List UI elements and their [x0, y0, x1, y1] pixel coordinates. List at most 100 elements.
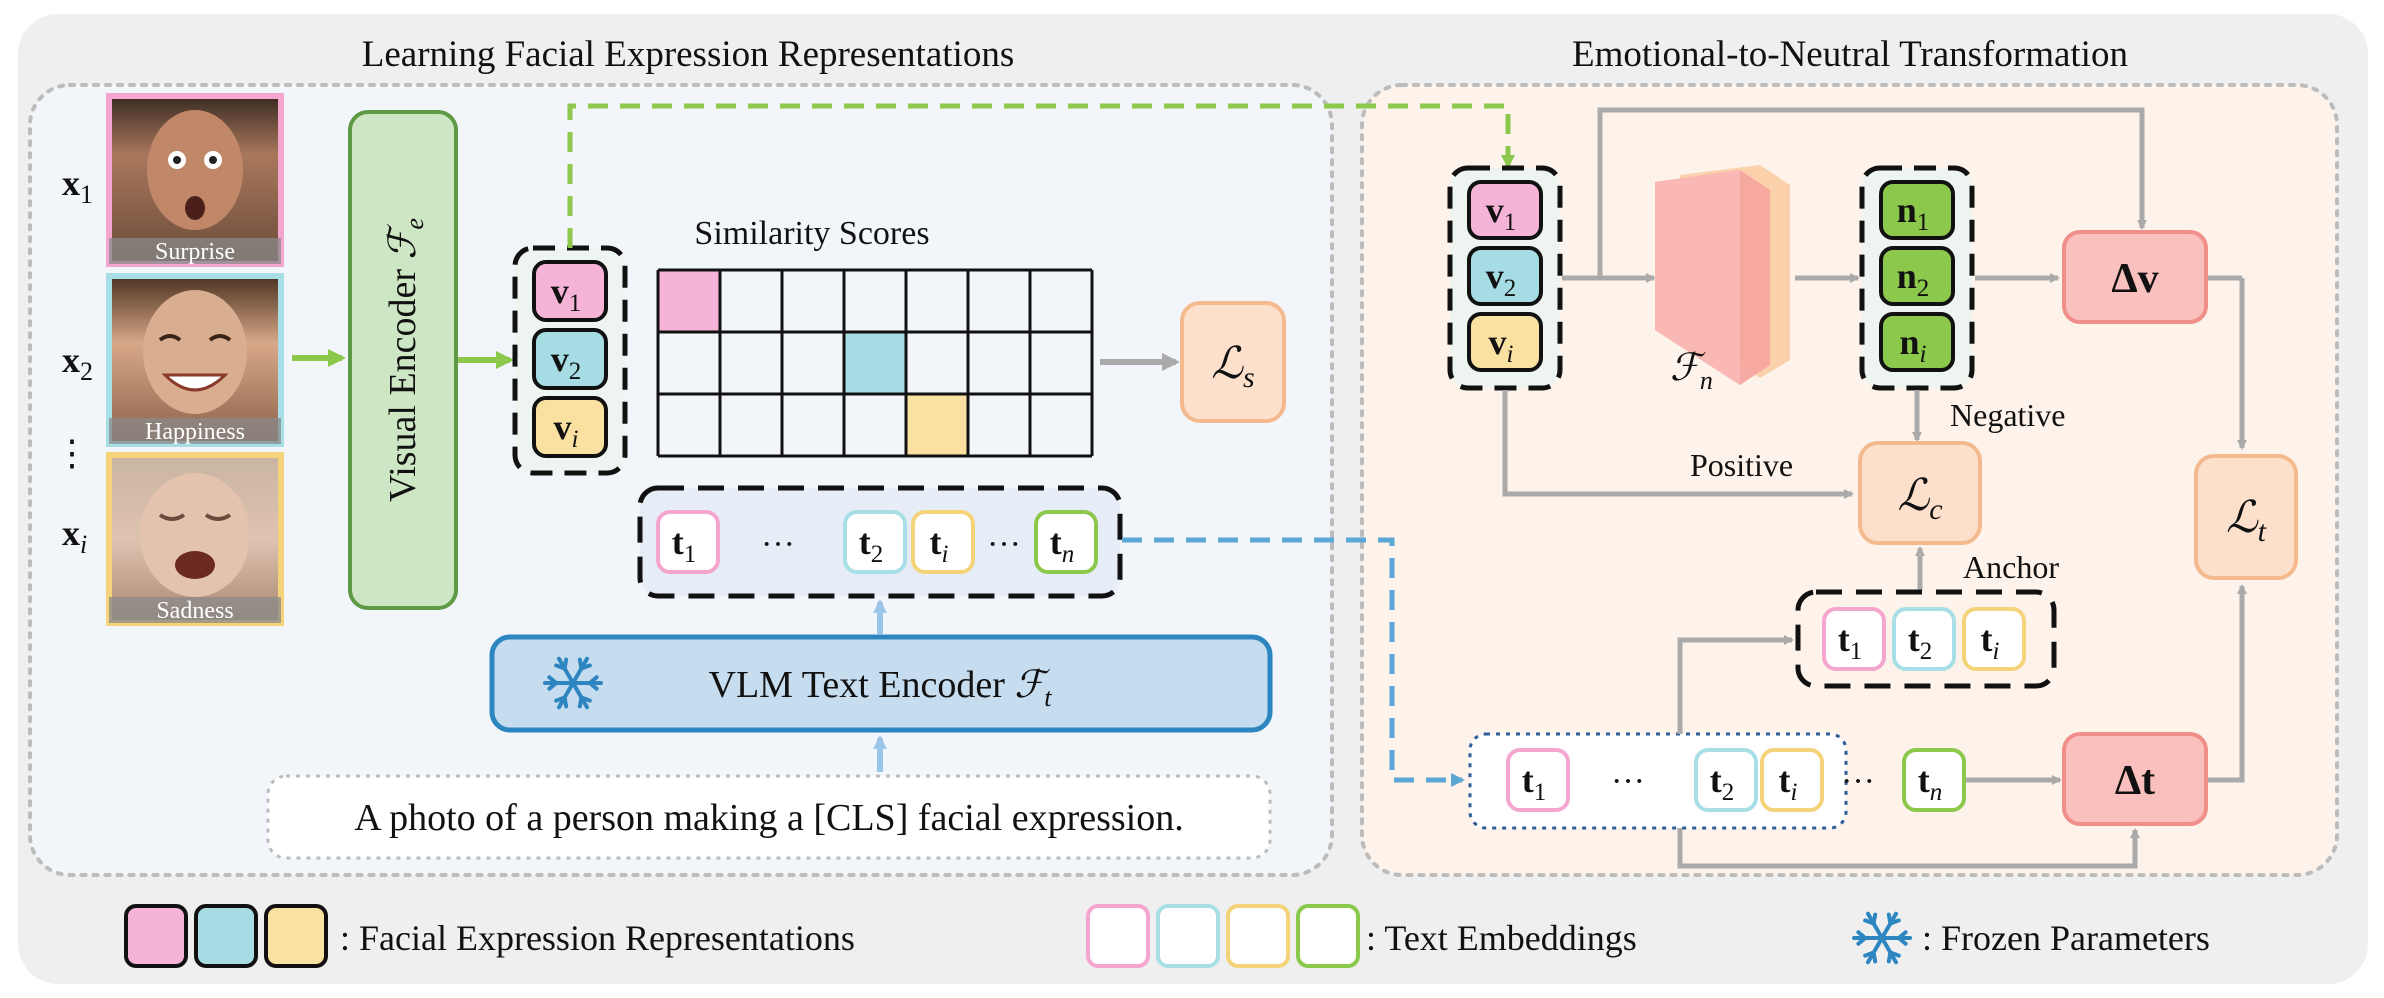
svg-text:v2: v2	[551, 339, 582, 385]
loss-s-box	[1180, 301, 1286, 423]
dashed-arrow-t-to-right	[1122, 537, 1465, 787]
similarity-grid	[656, 268, 1094, 458]
legend-text-swatch	[1296, 904, 1360, 968]
svg-text:t2: t2	[1908, 619, 1933, 665]
legend-facial-swatches	[124, 904, 328, 968]
v-token-1: v1	[532, 260, 608, 322]
anchor-label: Anchor	[1963, 549, 2059, 585]
loss-s-label: ℒs	[1211, 339, 1254, 394]
v-tokens-left: v1 v2 vi	[532, 260, 608, 458]
n-tokens: n1 n2 ni	[1879, 180, 1955, 372]
visual-encoder-label: Visual Encoder ℱe	[382, 218, 429, 502]
v-token-i: vi	[532, 396, 608, 458]
svg-text:tn: tn	[1918, 760, 1943, 806]
t-token-right-n: tn	[1902, 748, 1966, 812]
loss-c-box	[1858, 441, 1982, 545]
loss-t-box	[2194, 454, 2298, 580]
delta-t-label: Δt	[2115, 758, 2155, 804]
arrow-t-to-delta-t	[1677, 828, 2140, 869]
text-encoder-block	[489, 634, 1273, 733]
loss-t-label: ℒt	[2226, 493, 2267, 548]
negative-label: Negative	[1950, 397, 2066, 433]
anchor-t-token-i: ti	[1962, 607, 2026, 671]
legend-frozen-text: : Frozen Parameters	[1922, 918, 2210, 958]
legend-snowflake-icon	[1852, 911, 1912, 965]
t-token-1: t1	[656, 510, 720, 574]
svg-text:ni: ni	[1900, 322, 1927, 368]
caption-sadness: Sadness	[156, 598, 233, 624]
input-image-sadness: Sadness	[106, 452, 284, 626]
label-x1: x1	[62, 163, 93, 209]
svg-text:ti: ti	[930, 522, 949, 568]
similarity-cell-highlight	[658, 270, 720, 332]
t-token-right-1: t1	[1506, 748, 1570, 812]
svg-text:n2: n2	[1897, 256, 1930, 302]
legend-facial-swatch	[194, 904, 258, 968]
input-image-surprise: Surprise	[106, 93, 284, 267]
caption-surprise: Surprise	[155, 239, 235, 265]
svg-text:v2: v2	[1486, 256, 1517, 302]
prompt-box	[266, 774, 1272, 860]
dashed-arrow-v-to-right	[567, 103, 1515, 248]
arrow-v-to-delta-v	[1562, 107, 2147, 281]
v-token-right-1: v1	[1467, 180, 1543, 240]
prompt-text: A photo of a person making a [CLS] facia…	[354, 797, 1183, 839]
svg-text:ti: ti	[1779, 760, 1798, 806]
right-panel-title: Emotional-to-Neutral Transformation	[1572, 34, 2128, 75]
delta-t-box	[2062, 732, 2208, 826]
label-xi: xi	[62, 513, 87, 559]
caption-happiness: Happiness	[145, 419, 245, 445]
anchor-tokens: t1 t2 ti	[1822, 607, 2026, 671]
t-token-right-i: ti	[1760, 748, 1824, 812]
similarity-title: Similarity Scores	[694, 215, 929, 252]
svg-text:n1: n1	[1897, 190, 1930, 236]
svg-text:t1: t1	[672, 522, 697, 568]
t-token-2: t2	[843, 510, 907, 574]
legend-text-text: : Text Embeddings	[1366, 918, 1637, 958]
legend-facial-text: : Facial Expression Representations	[340, 918, 855, 958]
n-token-2: n2	[1879, 246, 1955, 306]
t-token-i: ti	[911, 510, 975, 574]
svg-text:v1: v1	[551, 271, 582, 317]
svg-text:ti: ti	[1981, 619, 2000, 665]
loss-c-label: ℒc	[1897, 471, 1942, 526]
svg-text:vi: vi	[554, 407, 579, 453]
legend-text-swatch	[1156, 904, 1220, 968]
svg-text:t2: t2	[1710, 760, 1735, 806]
ellipsis: ···	[1841, 763, 1875, 800]
arrow-t-to-anchor	[1677, 635, 1794, 734]
neutral-transform-block	[1655, 165, 1790, 385]
svg-text:v1: v1	[1486, 190, 1517, 236]
arrow-positive	[1502, 390, 1854, 499]
arrow-delta-t-to-loss-t	[2208, 584, 2247, 783]
delta-v-label: Δv	[2111, 256, 2158, 302]
vertical-dots: ⋮	[54, 433, 90, 473]
anchor-t-token-1: t1	[1822, 607, 1886, 671]
svg-text:tn: tn	[1050, 522, 1075, 568]
svg-text:t1: t1	[1522, 760, 1547, 806]
snowflake-icon	[543, 656, 603, 710]
v-token-2: v2	[532, 328, 608, 390]
t-token-right-2: t2	[1694, 748, 1758, 812]
text-encoder-label: VLM Text Encoder ℱt	[709, 664, 1053, 712]
visual-encoder-block	[348, 110, 458, 610]
legend-text-swatches	[1086, 904, 1360, 968]
positive-label: Positive	[1690, 447, 1793, 483]
delta-v-box	[2062, 230, 2208, 324]
v-token-right-2: v2	[1467, 246, 1543, 306]
legend-text-swatch	[1086, 904, 1150, 968]
t-token-n: tn	[1034, 510, 1098, 574]
n-token-1: n1	[1879, 180, 1955, 240]
left-panel-title: Learning Facial Expression Representatio…	[362, 34, 1014, 75]
ellipsis: ···	[1611, 763, 1645, 800]
legend-facial-swatch	[264, 904, 328, 968]
svg-text:t2: t2	[859, 522, 884, 568]
n-token-i: ni	[1879, 312, 1955, 372]
anchor-t-token-2: t2	[1892, 607, 1956, 671]
t-tokens-right: t1 t2 ti tn ··· ···	[1506, 748, 1966, 812]
label-x2: x2	[62, 340, 93, 386]
similarity-cell-highlight	[906, 394, 968, 456]
